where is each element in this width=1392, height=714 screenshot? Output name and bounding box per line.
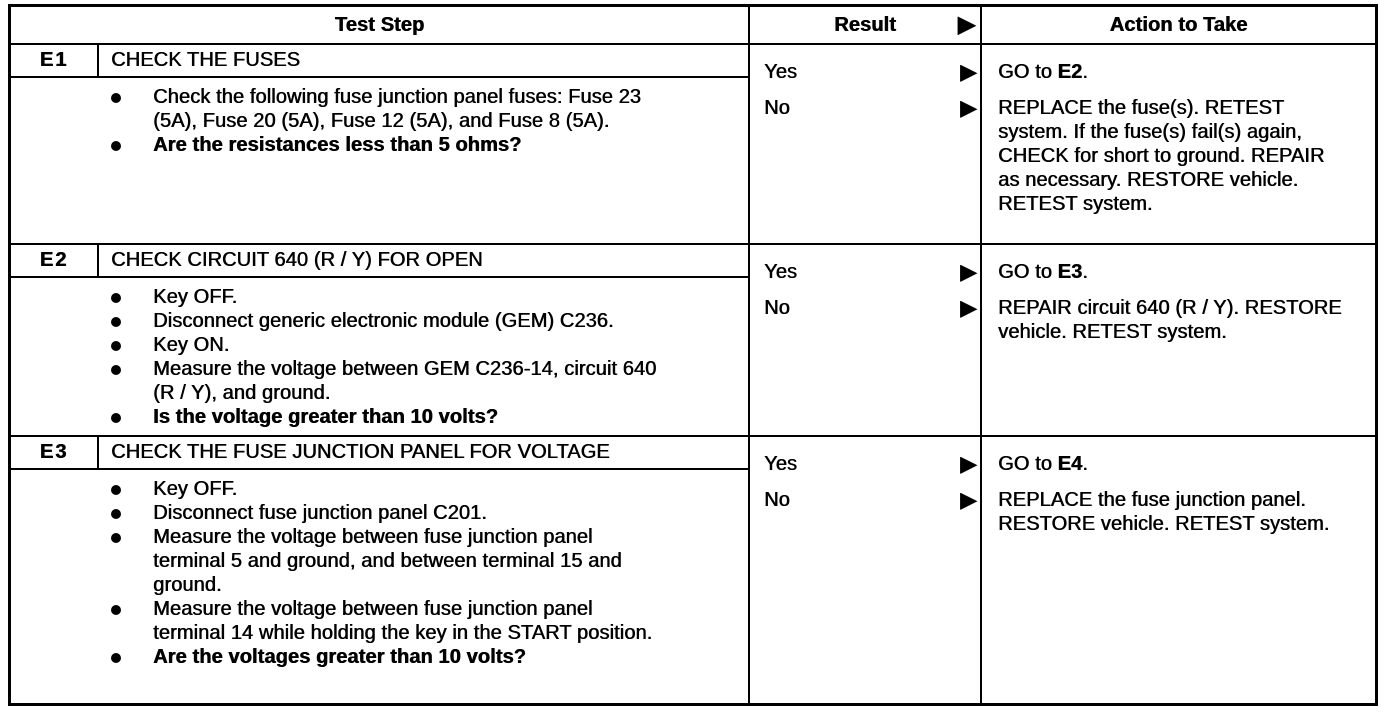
header-result: Result ▶ <box>748 7 980 43</box>
result-filler <box>750 216 980 243</box>
bullet-item: Measure the voltage between fuse junctio… <box>109 597 668 645</box>
result-yes-label: Yes <box>764 261 797 283</box>
step-title: CHECK THE FUSES <box>111 49 300 71</box>
pinpoint-test-table: Test Step Result ▶ Action to Take E1 CHE… <box>8 4 1378 706</box>
test-step-cell: E3 CHECK THE FUSE JUNCTION PANEL FOR VOL… <box>11 437 748 703</box>
result-arrow-icon: ▶ <box>957 11 976 38</box>
bullet-item: Key ON. <box>109 333 668 357</box>
result-no: No ▶ <box>750 284 980 344</box>
bullet-list: Key OFF. Disconnect fuse junction panel … <box>11 470 748 669</box>
bullet-item: Key OFF. <box>109 285 668 309</box>
result-arrow-icon: ▶ <box>959 59 977 84</box>
action-no: REPLACE the fuse junction panel. RESTORE… <box>980 476 1375 536</box>
step-id: E1 <box>11 45 99 76</box>
action-step-ref: E3 <box>1057 261 1083 283</box>
result-action-area: Yes ▶ GO to E3. No ▶ REPAIR circuit 640 … <box>748 245 1375 435</box>
step-id: E3 <box>11 437 99 468</box>
result-yes: Yes ▶ <box>750 245 980 284</box>
action-no: REPAIR circuit 640 (R / Y). RESTORE vehi… <box>980 284 1375 344</box>
action-text: GO to <box>998 261 1058 283</box>
step-id: E2 <box>11 245 99 276</box>
action-step-ref: E4 <box>1057 453 1083 475</box>
bullet-item: Key OFF. <box>109 477 668 501</box>
action-yes: GO to E3. <box>980 245 1375 284</box>
result-no-label: No <box>764 297 790 319</box>
test-step-section: E2 CHECK CIRCUIT 640 (R / Y) FOR OPEN Ke… <box>11 243 1375 435</box>
bullet-item: Measure the voltage between fuse junctio… <box>109 525 668 597</box>
step-title-row: E3 CHECK THE FUSE JUNCTION PANEL FOR VOL… <box>11 437 748 470</box>
result-no: No ▶ <box>750 476 980 536</box>
test-step-section: E1 CHECK THE FUSES Check the following f… <box>11 43 1375 243</box>
result-action-area: Yes ▶ GO to E2. No ▶ REPLACE the fuse(s)… <box>748 45 1375 243</box>
action-text: . <box>1082 453 1088 475</box>
result-filler <box>750 344 980 435</box>
step-title-row: E2 CHECK CIRCUIT 640 (R / Y) FOR OPEN <box>11 245 748 278</box>
action-no: REPLACE the fuse(s). RETEST system. If t… <box>980 84 1375 216</box>
header-test-step: Test Step <box>334 13 425 36</box>
action-text: . <box>1082 261 1088 283</box>
action-text: . <box>1082 61 1088 83</box>
bullet-item-question: Are the resistances less than 5 ohms? <box>109 133 668 157</box>
result-arrow-icon: ▶ <box>959 295 977 320</box>
action-filler <box>980 216 1375 243</box>
action-text: GO to <box>998 61 1058 83</box>
bullet-item: Disconnect fuse junction panel C201. <box>109 501 668 525</box>
bullet-item: Measure the voltage between GEM C236-14,… <box>109 357 668 405</box>
step-title: CHECK THE FUSE JUNCTION PANEL FOR VOLTAG… <box>111 441 610 463</box>
step-title-row: E1 CHECK THE FUSES <box>11 45 748 78</box>
result-yes-label: Yes <box>764 61 797 83</box>
action-yes: GO to E4. <box>980 437 1375 476</box>
bullet-list: Key OFF. Disconnect generic electronic m… <box>11 278 748 429</box>
result-arrow-icon: ▶ <box>959 95 977 120</box>
result-filler <box>750 536 980 703</box>
test-step-section: E3 CHECK THE FUSE JUNCTION PANEL FOR VOL… <box>11 435 1375 703</box>
result-no: No ▶ <box>750 84 980 216</box>
bullet-item: Check the following fuse junction panel … <box>109 85 668 133</box>
test-step-cell: E1 CHECK THE FUSES Check the following f… <box>11 45 748 243</box>
result-arrow-icon: ▶ <box>959 259 977 284</box>
action-yes: GO to E2. <box>980 45 1375 84</box>
bullet-item-question: Is the voltage greater than 10 volts? <box>109 405 668 429</box>
result-arrow-icon: ▶ <box>959 487 977 512</box>
bullet-item-question: Are the voltages greater than 10 volts? <box>109 645 668 669</box>
table-header-row: Test Step Result ▶ Action to Take <box>11 7 1375 43</box>
header-action-to-take: Action to Take <box>980 7 1375 43</box>
result-arrow-icon: ▶ <box>959 451 977 476</box>
result-no-label: No <box>764 489 790 511</box>
result-action-area: Yes ▶ GO to E4. No ▶ REPLACE the fuse ju… <box>748 437 1375 703</box>
header-result-label: Result <box>834 13 896 36</box>
action-step-ref: E2 <box>1057 61 1083 83</box>
step-title: CHECK CIRCUIT 640 (R / Y) FOR OPEN <box>111 249 483 271</box>
result-yes: Yes ▶ <box>750 437 980 476</box>
action-text: GO to <box>998 453 1058 475</box>
bullet-item: Disconnect generic electronic module (GE… <box>109 309 668 333</box>
bullet-list: Check the following fuse junction panel … <box>11 78 748 157</box>
result-no-label: No <box>764 97 790 119</box>
result-yes-label: Yes <box>764 453 797 475</box>
result-yes: Yes ▶ <box>750 45 980 84</box>
action-filler <box>980 536 1375 703</box>
test-step-cell: E2 CHECK CIRCUIT 640 (R / Y) FOR OPEN Ke… <box>11 245 748 435</box>
action-filler <box>980 344 1375 435</box>
